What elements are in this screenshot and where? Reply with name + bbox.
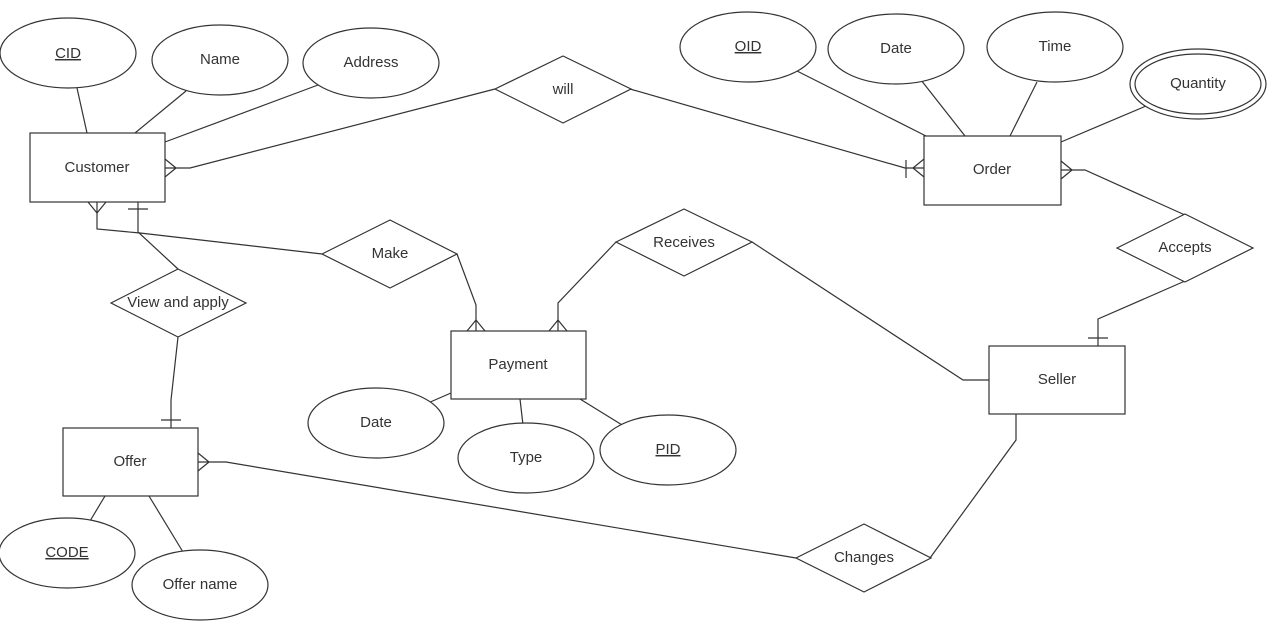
- attribute-offer-code-label: CODE: [45, 544, 88, 561]
- line-order-quantity: [1060, 105, 1147, 143]
- attribute-order-time[interactable]: Time: [986, 11, 1124, 83]
- line-order-time: [1009, 81, 1038, 137]
- attribute-order-oid[interactable]: OID: [679, 11, 817, 83]
- line-accepts-seller: [1097, 280, 1186, 347]
- entity-payment-label: Payment: [488, 356, 548, 373]
- entity-customer[interactable]: Customer: [29, 132, 166, 203]
- entity-offer-label: Offer: [113, 453, 146, 470]
- line-customer-make: [96, 202, 323, 255]
- attribute-customer-cid[interactable]: CID: [0, 17, 137, 89]
- attribute-payment-pid-label: PID: [655, 441, 680, 458]
- attribute-customer-address-label: Address: [343, 54, 398, 71]
- attribute-payment-date[interactable]: Date: [307, 387, 445, 459]
- line-payment-receives: [557, 241, 617, 331]
- relationship-accepts[interactable]: Accepts: [1115, 213, 1255, 283]
- line-offer-changes: [198, 461, 797, 559]
- relationship-changes-label: Changes: [834, 549, 894, 566]
- entity-order[interactable]: Order: [923, 135, 1062, 206]
- line-customer-address: [164, 84, 319, 143]
- entity-order-label: Order: [973, 161, 1011, 178]
- crowfoot-payment-receives: [548, 319, 568, 332]
- attribute-customer-cid-label: CID: [55, 45, 81, 62]
- relationship-receives[interactable]: Receives: [614, 208, 754, 277]
- entity-seller-label: Seller: [1038, 371, 1076, 388]
- attribute-payment-pid[interactable]: PID: [599, 414, 737, 486]
- entity-offer[interactable]: Offer: [62, 427, 199, 497]
- attribute-payment-type[interactable]: Type: [457, 422, 595, 494]
- relationship-will[interactable]: will: [493, 55, 633, 124]
- line-payment-type: [519, 398, 524, 426]
- line-receives-seller: [751, 241, 989, 381]
- line-make-payment: [456, 253, 477, 331]
- line-offer-code: [89, 495, 106, 522]
- attribute-offer-name-label: Offer name: [163, 576, 238, 593]
- line-order-accepts: [1061, 169, 1186, 216]
- line-payment-pid: [579, 398, 628, 429]
- line-customer-cid: [76, 87, 88, 134]
- line-order-oid: [794, 69, 927, 137]
- cardinality-markers: [87, 158, 1108, 472]
- line-will-order: [629, 88, 924, 169]
- entity-seller[interactable]: Seller: [988, 345, 1126, 415]
- line-customer-name: [134, 90, 187, 134]
- line-changes-seller: [929, 414, 1017, 559]
- relationship-view-and-apply-label: View and apply: [127, 294, 229, 311]
- line-viewapply-offer: [170, 336, 179, 428]
- line-offer-name: [148, 495, 184, 553]
- attribute-customer-address[interactable]: Address: [302, 27, 440, 99]
- entity-payment[interactable]: Payment: [450, 330, 587, 400]
- connector-lines: [76, 69, 1186, 559]
- attribute-order-time-label: Time: [1039, 38, 1072, 55]
- crowfoot-customer-make: [87, 201, 107, 214]
- line-customer-will: [165, 88, 496, 169]
- relationship-view-and-apply[interactable]: View and apply: [109, 268, 248, 338]
- attribute-order-quantity-label: Quantity: [1170, 75, 1226, 92]
- attribute-order-quantity[interactable]: Quantity: [1129, 48, 1267, 120]
- attribute-payment-type-label: Type: [510, 449, 543, 466]
- attribute-customer-name-label: Name: [200, 51, 240, 68]
- relationship-will-label: will: [552, 81, 574, 98]
- attribute-order-date-label: Date: [880, 40, 912, 57]
- relationship-make-label: Make: [372, 245, 409, 262]
- relationship-accepts-label: Accepts: [1158, 239, 1211, 256]
- crowfoot-customer-will: [164, 158, 177, 178]
- crowfoot-order-accepts: [1060, 160, 1073, 180]
- line-order-date: [920, 79, 966, 137]
- attribute-customer-name[interactable]: Name: [151, 24, 289, 96]
- relationship-make[interactable]: Make: [320, 219, 459, 289]
- crowfoot-order-will: [912, 158, 925, 178]
- attribute-order-oid-label: OID: [735, 38, 762, 55]
- relationship-receives-label: Receives: [653, 234, 715, 251]
- relationship-changes[interactable]: Changes: [794, 523, 933, 593]
- crowfoot-offer-changes: [197, 452, 210, 472]
- attribute-payment-date-label: Date: [360, 414, 392, 431]
- crowfoot-payment-make: [466, 319, 486, 332]
- attribute-order-date[interactable]: Date: [827, 13, 965, 85]
- entity-customer-label: Customer: [64, 159, 129, 176]
- line-payment-date: [427, 392, 452, 404]
- attribute-offer-code[interactable]: CODE: [0, 517, 136, 589]
- line-customer-viewapply: [137, 202, 179, 270]
- attribute-offer-name[interactable]: Offer name: [131, 549, 269, 621]
